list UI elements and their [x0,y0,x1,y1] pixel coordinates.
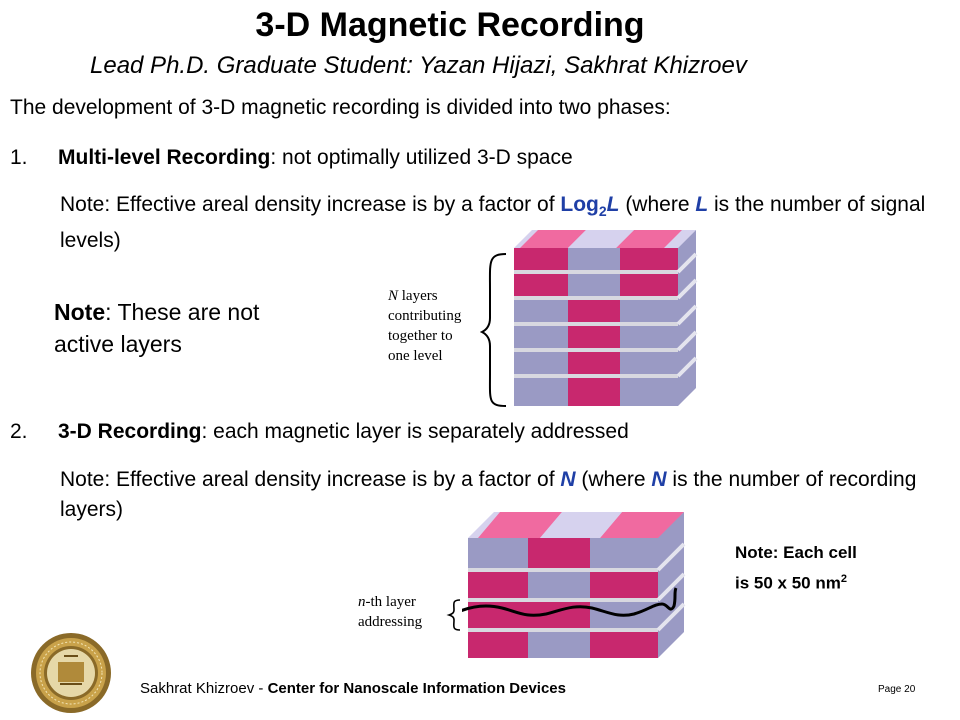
phase-2-item: 2. 3-D Recording: each magnetic layer is … [10,420,629,444]
phase-1-item: 1. Multi-level Recording: not optimally u… [10,146,573,170]
phase-2-note: Note: Effective areal density increase i… [60,468,917,521]
cube-top-cell [478,512,562,538]
cube-top-cell [520,230,586,248]
cube-top-cell [616,230,682,248]
footer-organization: Center for Nanoscale Information Devices [267,680,566,697]
active-layers-note: Note: These are not active layers [54,299,260,357]
curly-brace-large [480,253,507,407]
slide-subtitle: Lead Ph.D. Graduate Student: Yazan Hijaz… [90,52,747,79]
footer: Sakhrat Khizroev - Center for Nanoscale … [140,680,566,697]
phase-1-number: 1. [10,146,28,169]
nth-layer-label: n-th layer addressing [358,594,423,630]
3d-recording-cube-diagram [462,512,686,658]
footer-author: Sakhrat Khizroev - [140,680,268,697]
cube-top-cell [568,230,634,248]
cube-separator-layers [468,568,658,632]
cube-top-cell [600,512,684,538]
phase-1-note: Note: Effective areal density increase i… [60,193,926,253]
curly-brace-small [446,599,461,631]
university-seal-logo [31,633,111,713]
log2-term: Log2L [560,193,620,220]
page-number: Page 20 [878,684,916,695]
phase-2-number: 2. [10,420,28,443]
cube-front-layers [514,248,678,406]
cube-separator-layers [514,270,678,378]
n-layers-label: N layers contributing together to one le… [388,288,462,364]
phase-1-description: : not optimally utilized 3-D space [270,146,573,169]
phase-2-name: 3-D Recording [58,420,202,443]
phase-1-name: Multi-level Recording [58,146,271,169]
phase-2-description: : each magnetic layer is separately addr… [201,420,629,443]
cube-side-separators [676,252,698,378]
cell-size-note: Note: Each cell is 50 x 50 nm2 [735,543,857,593]
slide-title: 3-D Magnetic Recording [255,6,645,44]
multilevel-cube-diagram [514,230,698,406]
cube-top-cell [540,512,622,538]
intro-text: The development of 3-D magnetic recordin… [10,96,671,119]
addressing-wave-line [462,587,678,617]
cube-side-separators [656,542,686,632]
cube-front-layers [468,538,658,658]
